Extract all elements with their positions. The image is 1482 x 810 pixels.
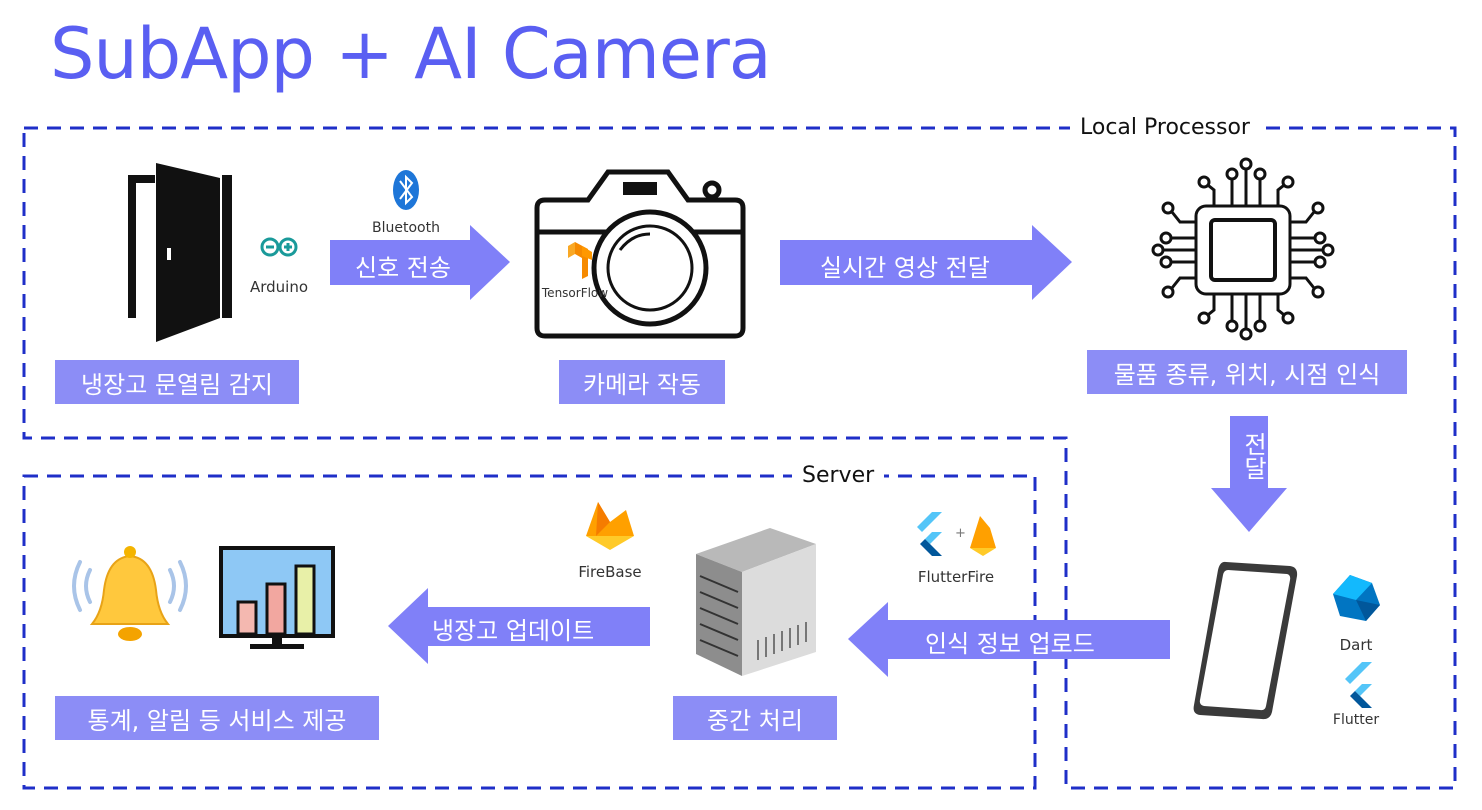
group-label-local-processor: Local Processor	[1070, 115, 1260, 141]
label-door-detection: 냉장고 문열림 감지	[55, 360, 299, 404]
door-icon	[128, 163, 232, 342]
arrow-upload-label: 인식 정보 업로드	[925, 630, 1095, 658]
caption-arduino: Arduino	[249, 278, 309, 296]
arrow-update	[388, 588, 650, 664]
arrow-stream	[780, 225, 1072, 300]
dart-icon	[1333, 575, 1380, 621]
group-borders	[22, 126, 1457, 790]
label-service: 통계, 알림 등 서비스 제공	[55, 696, 379, 740]
arrow-deliver-label: 전달	[1239, 432, 1267, 480]
arrow-deliver	[1211, 416, 1287, 532]
tensorflow-icon	[568, 242, 592, 279]
local-processor-border	[22, 126, 1457, 790]
server-border	[22, 474, 1037, 790]
arrow-signal-label: 신호 전송	[355, 254, 451, 282]
flutter-icon	[1345, 662, 1372, 708]
arrows	[330, 225, 1287, 677]
label-server-processing: 중간 처리	[673, 696, 837, 740]
arduino-icon	[260, 237, 298, 257]
arrow-stream-label: 실시간 영상 전달	[820, 254, 990, 282]
bell-icon	[72, 546, 188, 641]
caption-tensorflow: TensorFlow	[541, 286, 609, 300]
caption-bluetooth: Bluetooth	[372, 220, 440, 236]
svg-text:+: +	[955, 526, 966, 541]
arrow-update-label: 냉장고 업데이트	[432, 617, 595, 645]
ai-chip-pads	[1151, 157, 1335, 341]
caption-flutterfire: FlutterFire	[917, 568, 995, 586]
page-title: SubApp + AI Camera	[50, 13, 772, 95]
label-camera-operation: 카메라 작동	[559, 360, 725, 404]
arrow-upload	[848, 602, 1170, 677]
caption-dart: Dart	[1339, 636, 1373, 654]
caption-firebase: FireBase	[578, 563, 642, 581]
monitor-chart-icon	[219, 546, 335, 649]
firebase-icon	[586, 502, 634, 550]
smartphone-icon	[1193, 561, 1298, 720]
ai-chip-icon	[1162, 168, 1324, 330]
group-label-server: Server	[792, 463, 885, 489]
camera-icon	[534, 169, 746, 339]
label-ai-recognition: 물품 종류, 위치, 시점 인식	[1087, 350, 1407, 394]
bluetooth-icon	[393, 170, 419, 210]
flutterfire-icon: +	[917, 512, 996, 556]
caption-flutter: Flutter	[1332, 712, 1380, 728]
arrow-signal	[330, 225, 510, 300]
server-icon	[696, 528, 816, 676]
